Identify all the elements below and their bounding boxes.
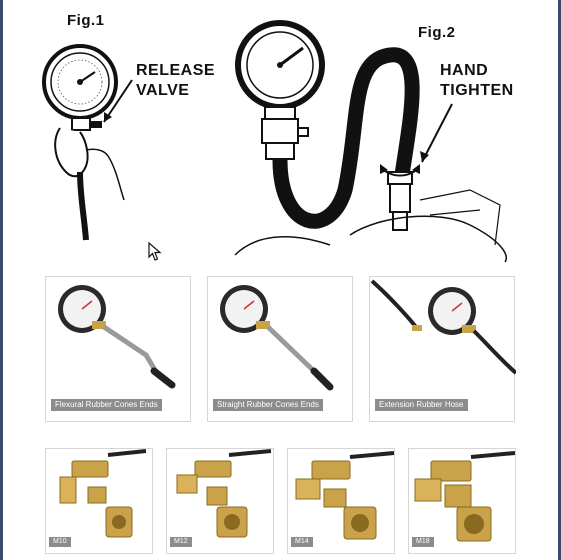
m10-adapter-image [59,449,147,538]
adapter-card-m10[interactable]: M10 [45,448,153,554]
fig1-gauge-drawing [42,44,133,241]
product-caption: Extension Rubber Hose [375,399,468,411]
release-valve-line2: VALVE [136,82,190,99]
product-caption: Flexural Rubber Cones Ends [51,399,162,411]
hand-tighten-line1: HAND [440,62,489,79]
adapter-card-m18[interactable]: M18 [408,448,516,554]
m14-adapter-image [295,451,395,540]
adapter-caption: M12 [170,537,192,547]
left-frame-border [0,0,3,560]
release-valve-callout: RELEASE VALVE [136,61,215,101]
hand-tighten-line2: TIGHTEN [440,82,514,99]
m18-adapter-image [414,451,516,542]
hand-tighten-callout: HAND TIGHTEN [440,61,514,101]
fig2-gauge-drawing [234,20,507,263]
release-valve-line1: RELEASE [136,62,216,79]
instruction-diagram: Fig.1 Fig.2 RELEASE VALVE HAND TIGHTEN [0,0,561,270]
fig2-label: Fig.2 [418,24,456,41]
flexural-gauge-image [58,285,176,389]
adapter-card-m14[interactable]: M14 [287,448,395,554]
right-frame-border [558,0,561,560]
mouse-pointer-icon [148,242,162,261]
adapter-caption: M10 [49,537,71,547]
straight-gauge-image [220,285,334,391]
product-card-extension[interactable]: Extension Rubber Hose [369,276,516,422]
fig1-label: Fig.1 [67,12,105,29]
extension-gauge-image [370,279,516,375]
adapter-caption: M18 [412,537,434,547]
product-card-straight[interactable]: Straight Rubber Cones Ends [207,276,353,422]
product-card-flexural[interactable]: Flexural Rubber Cones Ends [45,276,191,422]
adapter-card-m12[interactable]: M12 [166,448,274,554]
adapter-caption: M14 [291,537,313,547]
m12-adapter-image [176,449,272,538]
product-caption: Straight Rubber Cones Ends [213,399,323,411]
